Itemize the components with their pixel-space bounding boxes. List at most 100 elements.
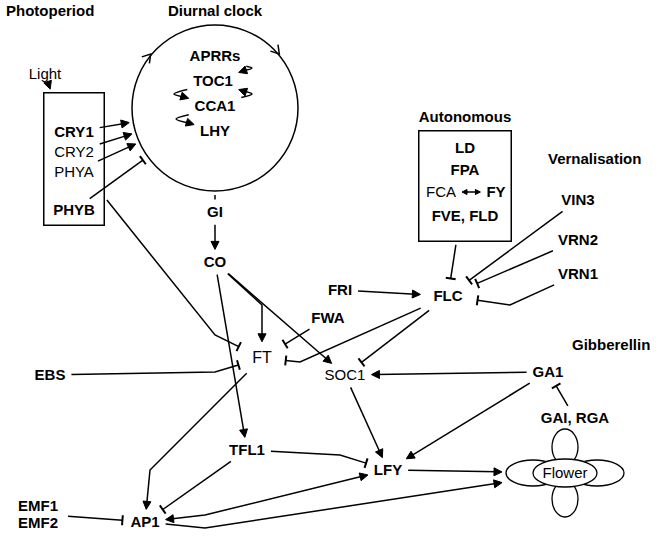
arrowhead [258,334,266,342]
gene-node: FLC [423,283,472,308]
gene-label: FWA [311,309,344,326]
gene-label: LHY [200,122,230,139]
gene-label: GAI, RGA [541,409,609,426]
pathway-box: AutonomousLDFPAFCAFYFVE, FLD [418,130,512,242]
gene-node: LD [452,138,478,157]
connector-line [271,451,366,463]
connector [477,285,554,305]
gene-node: CCA1 [192,96,239,115]
connector [446,245,456,279]
gene-node: TOC1 [190,71,236,90]
gene-node: APRRs [187,46,244,65]
connector [228,274,266,342]
connector [406,383,529,459]
gene-node: LHY [197,121,233,140]
gene-label: TFL1 [229,441,265,458]
gene-node: FWA [308,308,347,327]
petal [533,459,597,487]
connector [71,360,239,374]
connector [285,308,420,365]
connector-line [451,245,456,278]
cycle-arrow [270,45,279,54]
gene-label: GI [207,203,223,220]
arrowhead [494,480,503,488]
connector [239,88,252,97]
arrowhead [494,468,502,476]
gene-label: PHYB [53,201,95,218]
gene-label: LD [455,139,475,156]
connector [239,66,252,74]
gene-label: APRRs [190,47,241,64]
arrowhead [412,290,420,298]
gene-label: TOC1 [193,72,233,89]
arrowhead [185,118,194,126]
gene-label: LFY [374,461,402,478]
gene-label: FVE, FLD [432,207,499,224]
connector [166,480,502,528]
inhibition-bar [121,515,124,525]
gene-label: VRN1 [558,265,598,282]
gene-node: SOC1 [322,365,369,384]
connector-line [478,285,555,305]
inhibition-bar [477,295,478,305]
connector-line [170,476,363,519]
connector [160,461,231,513]
gene-label: FRI [328,281,352,298]
connector-line [477,251,553,284]
pathway-heading: Gibberellin [572,336,650,353]
connector [166,473,368,523]
connector [371,370,526,378]
inhibition-bar [285,356,286,366]
inhibition-bar [140,156,146,164]
connector [552,383,568,405]
gene-node: VRN2 [555,230,601,249]
arrowhead [211,241,219,249]
connector-line [285,329,310,344]
gene-node: GI [204,202,226,221]
inhibition-bar [552,383,561,388]
gene-label: AP1 [130,513,159,530]
pathway-heading: Diurnal clock [168,2,262,19]
arrowhead [359,473,368,481]
gene-node: FT [243,345,281,371]
gene-node: FCA [423,182,459,201]
connector [107,200,241,351]
gene-node: FVE, FLD [429,206,502,225]
connector [174,90,189,100]
pathway-box: PhotoperiodCRY1CRY2PHYAPHYB [43,92,105,226]
arrowhead [240,429,248,438]
connector-line [376,372,526,374]
arrowhead [121,120,130,128]
gene-label: GA1 [533,363,564,380]
arrowhead [180,92,189,100]
gene-node: EMF1 EMF2 [15,496,65,533]
connector-line [408,470,497,472]
gene-label: FLC [433,287,462,304]
connector-line [68,516,122,520]
connector-line [410,383,529,456]
arrowhead [406,451,415,459]
gene-label: CRY1 [54,123,93,140]
inhibition-bar [358,358,364,366]
connector-line [228,274,262,337]
gene-node: LFY [371,460,405,479]
connector-line [163,461,231,509]
inhibition-bar [237,342,241,351]
connector [358,310,429,366]
connector-line [217,275,244,433]
arrowhead [371,370,379,378]
gene-label: CO [204,253,227,270]
connector [211,225,219,250]
gene-node: FRI [325,280,355,299]
arrowhead [239,66,248,74]
connector-line [556,386,568,406]
inhibition-bar [365,458,368,468]
outcome-label: Flower [542,464,587,481]
connector [462,190,480,195]
gene-node: CRY1 [51,122,96,141]
gene-label: CRY2 [54,143,94,160]
gene-label: EBS [35,366,66,383]
gene-label: FCA [426,183,456,200]
connector [358,290,420,298]
connector [408,468,502,476]
